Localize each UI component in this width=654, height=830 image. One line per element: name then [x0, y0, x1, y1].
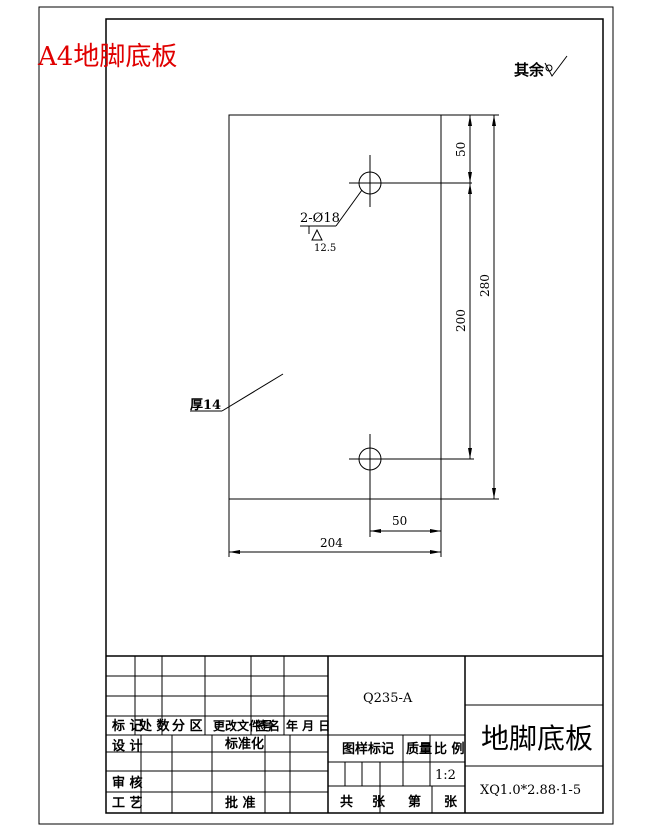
approve-label: 批 准 [225, 795, 256, 811]
rev-header-mark: 标 记 [111, 718, 143, 734]
dim-280-text: 280 [478, 274, 492, 297]
total-label: 共 [340, 794, 353, 810]
hole-callout: 2-Ø18 12.5 [300, 189, 363, 254]
rev-header-zone: 分 区 [172, 718, 203, 734]
sheet-no-label: 第 [408, 794, 421, 810]
dim-204-text: 204 [320, 536, 343, 550]
hole-roughness-text: 12.5 [314, 243, 336, 254]
dim-200: 200 [454, 183, 472, 459]
design-label: 设 计 [112, 738, 143, 754]
part-name: 地脚底板 [481, 722, 593, 755]
standardize-label: 标准化 [224, 736, 264, 752]
hole-callout-text: 2-Ø18 [300, 211, 340, 226]
outer-border [38, 6, 614, 825]
hole-top [349, 155, 472, 207]
total-sheets-label: 张 [372, 795, 386, 810]
dim-50-horizontal: 50 [370, 514, 441, 533]
dim-280: 280 [478, 115, 496, 499]
stage-mark-label: 图样标记 [342, 741, 394, 757]
rev-header-count: 处 数 [138, 718, 171, 734]
roughness-symbol-icon [544, 55, 568, 77]
scale-value: 1:2 [435, 768, 456, 783]
rev-header-date: 年 月 日 [286, 718, 330, 733]
review-label: 审 核 [112, 775, 143, 791]
hole-bottom [349, 434, 474, 537]
title-block: 标 记 处 数 分 区 更改文件号 签名 年 月 日 设 计 标准化 审 核 工… [106, 655, 603, 813]
material-text: Q235-A [363, 691, 413, 706]
roughness-note-text: 其余 [514, 61, 545, 79]
dim-204: 204 [229, 536, 441, 554]
process-label: 工 艺 [112, 795, 143, 811]
plate-outline [228, 114, 442, 500]
sheet-no-sheets-label: 张 [444, 795, 458, 810]
dim-50-vertical-text: 50 [454, 142, 468, 157]
thickness-note: 厚14 [190, 373, 284, 413]
hole-roughness-symbol-icon [308, 226, 323, 241]
thickness-note-text: 厚14 [190, 397, 221, 413]
rev-header-doc-no: 更改文件号 [213, 718, 273, 733]
rev-header-signature: 签名 [255, 718, 280, 733]
drawing-number: XQ1.0*2.88·1-5 [480, 783, 581, 798]
inner-frame [105, 18, 604, 814]
scale-label: 比 例 [434, 741, 465, 757]
roughness-note: 其余 [514, 55, 568, 79]
dim-50-horizontal-text: 50 [392, 514, 407, 528]
dim-200-text: 200 [454, 309, 468, 332]
dim-50-vertical: 50 [454, 115, 472, 183]
corner-label: A4地脚底板 [37, 42, 177, 72]
weight-label: 质量 [406, 741, 432, 757]
